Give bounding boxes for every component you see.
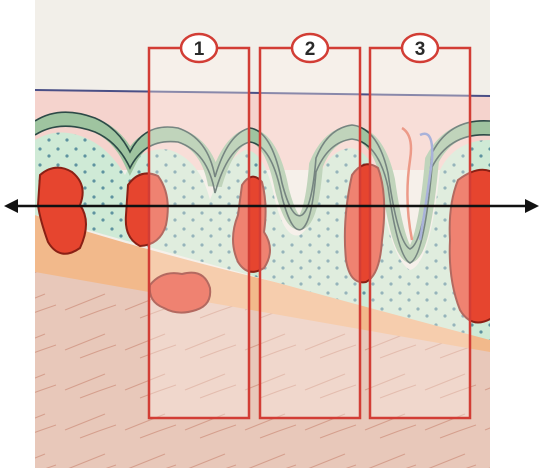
panel-frames (149, 48, 470, 418)
panel-1-frame (149, 48, 249, 418)
panel-2-badge: 2 (292, 34, 328, 62)
arrowhead-right-icon (525, 199, 539, 213)
panel-3-badge: 3 (402, 34, 438, 62)
panel-3-frame (370, 48, 470, 418)
panel-2-frame (260, 48, 360, 418)
arrowhead-left-icon (4, 199, 18, 213)
panel-1-badge: 1 (181, 34, 217, 62)
panel-1-number: 1 (194, 39, 205, 60)
panel-2-number: 2 (305, 39, 316, 60)
panel-3-number: 3 (415, 39, 426, 60)
